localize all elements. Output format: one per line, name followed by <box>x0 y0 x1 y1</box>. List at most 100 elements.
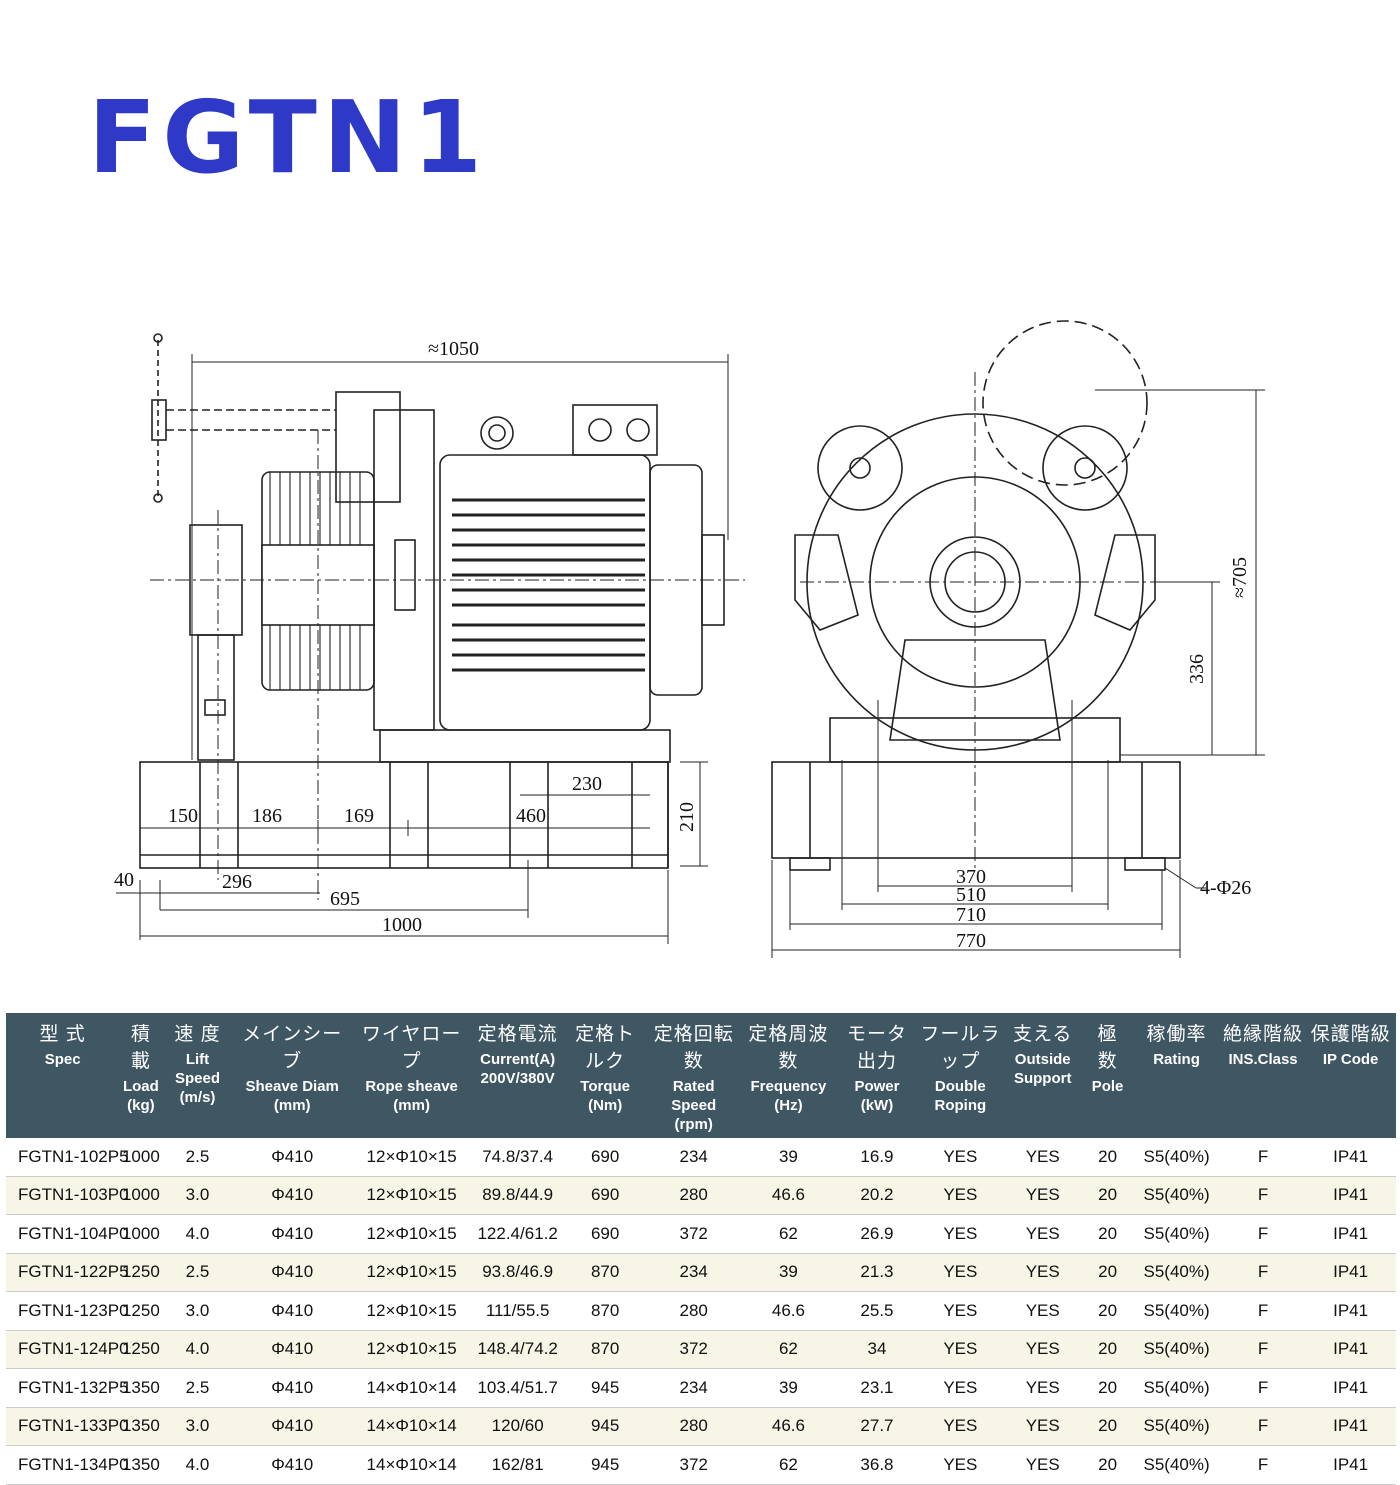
dim-710: 710 <box>956 904 986 926</box>
table-cell: IP41 <box>1305 1368 1396 1408</box>
column-header-jp: 定格電流 <box>477 1024 558 1045</box>
table-cell: 39 <box>741 1253 836 1292</box>
table-cell: 20.2 <box>835 1176 919 1215</box>
dim-1000: 1000 <box>382 914 422 936</box>
model-cell: FGTN1-123P0 <box>6 1291 129 1331</box>
table-cell: YES <box>918 1407 1003 1446</box>
table-cell: 12×Φ10×15 <box>351 1330 472 1369</box>
table-cell: 122.4/61.2 <box>471 1214 564 1254</box>
table-cell: 1350 <box>119 1445 163 1485</box>
table-cell: YES <box>1002 1176 1083 1215</box>
table-cell: YES <box>1002 1214 1083 1254</box>
table-cell: YES <box>1002 1330 1083 1369</box>
table-cell: 14×Φ10×14 <box>351 1445 472 1485</box>
dim-336: 336 <box>1186 654 1208 684</box>
dim-210: 210 <box>676 802 698 832</box>
table-cell: 26.9 <box>835 1214 919 1254</box>
table-cell: 46.6 <box>741 1176 836 1215</box>
technical-drawing: ≈1050 230 150 186 169 460 210 40 296 695… <box>114 320 1265 958</box>
column-header-jp: 速 度 <box>174 1024 221 1045</box>
table-cell: F <box>1220 1330 1306 1369</box>
table-cell: 372 <box>646 1214 742 1254</box>
table-cell: 280 <box>646 1407 742 1446</box>
table-cell: 4.0 <box>162 1214 233 1254</box>
table-cell: 690 <box>563 1138 647 1177</box>
table-cell: YES <box>918 1445 1003 1485</box>
table-cell: Φ410 <box>232 1291 352 1331</box>
table-cell: 14×Φ10×14 <box>351 1368 472 1408</box>
dim-230: 230 <box>572 773 602 795</box>
table-cell: 1250 <box>119 1253 163 1292</box>
table-cell: Φ410 <box>232 1214 352 1254</box>
model-cell: FGTN1-132P5 <box>6 1368 129 1408</box>
table-cell: Φ410 <box>232 1330 352 1369</box>
table-cell: YES <box>1002 1253 1083 1292</box>
table-cell: YES <box>1002 1138 1083 1177</box>
table-cell: Φ410 <box>232 1138 352 1177</box>
page-title: FGTN1 <box>88 79 489 196</box>
table-cell: 234 <box>646 1253 742 1292</box>
table-cell: F <box>1220 1214 1306 1254</box>
table-cell: 945 <box>563 1407 647 1446</box>
table-cell: S5(40%) <box>1132 1368 1221 1408</box>
column-header-jp: フールラップ <box>920 1024 1001 1072</box>
table-cell: 3.0 <box>162 1176 233 1215</box>
column-header-jp: ワイヤロープ <box>361 1024 462 1072</box>
table-cell: 3.0 <box>162 1291 233 1331</box>
dim-460: 460 <box>516 805 546 827</box>
table-cell: Φ410 <box>232 1407 352 1446</box>
table-cell: 20 <box>1082 1291 1133 1331</box>
table-cell: YES <box>918 1176 1003 1215</box>
table-cell: 36.8 <box>835 1445 919 1485</box>
model-cell: FGTN1-122P5 <box>6 1253 129 1292</box>
dim-695: 695 <box>330 888 360 910</box>
column-header-en: INS.Class <box>1228 1051 1298 1068</box>
table-cell: 945 <box>563 1368 647 1408</box>
dim-bolt-holes: 4-Φ26 <box>1200 877 1251 899</box>
table-cell: 46.6 <box>741 1291 836 1331</box>
table-cell: S5(40%) <box>1132 1330 1221 1369</box>
table-cell: S5(40%) <box>1132 1138 1221 1177</box>
table-cell: 945 <box>563 1445 647 1485</box>
table-cell: 148.4/74.2 <box>471 1330 564 1369</box>
table-cell: 234 <box>646 1138 742 1177</box>
table-cell: F <box>1220 1407 1306 1446</box>
column-header-jp: 保護階級 <box>1310 1024 1391 1045</box>
column-header-en: Rated Speed(rpm) <box>671 1078 717 1133</box>
table-cell: Φ410 <box>232 1368 352 1408</box>
side-view-outline <box>139 333 725 869</box>
table-cell: YES <box>1002 1368 1083 1408</box>
table-cell: 1350 <box>119 1368 163 1408</box>
dim-150: 150 <box>168 805 198 827</box>
column-header-en: Pole <box>1091 1078 1124 1095</box>
table-cell: 2.5 <box>162 1138 233 1177</box>
table-cell: 62 <box>741 1214 836 1254</box>
table-cell: 103.4/51.7 <box>471 1368 564 1408</box>
dim-705: ≈705 <box>1229 557 1251 598</box>
table-cell: 14×Φ10×14 <box>351 1407 472 1446</box>
table-cell: 39 <box>741 1138 836 1177</box>
table-cell: F <box>1220 1445 1306 1485</box>
table-cell: YES <box>918 1291 1003 1331</box>
table-cell: YES <box>1002 1291 1083 1331</box>
table-cell: S5(40%) <box>1132 1445 1221 1485</box>
model-cell: FGTN1-103P0 <box>6 1176 129 1215</box>
table-cell: IP41 <box>1305 1214 1396 1254</box>
